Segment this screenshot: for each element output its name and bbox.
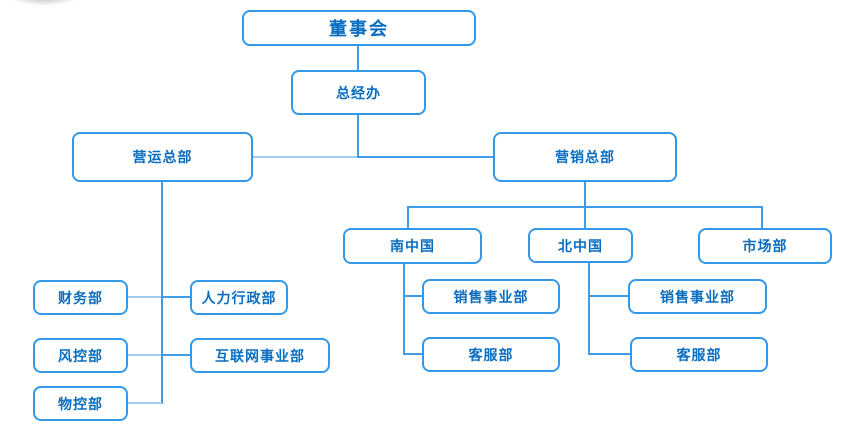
node-gm-office-label: 总经办 [336, 84, 381, 101]
node-north-sales-label: 销售事业部 [660, 288, 735, 305]
node-material-control[interactable]: 物控部 [33, 386, 128, 421]
node-market-dept[interactable]: 市场部 [698, 228, 832, 264]
node-gm-office[interactable]: 总经办 [291, 70, 426, 115]
connector-drop-south-china [407, 206, 409, 228]
node-north-sales[interactable]: 销售事业部 [628, 279, 767, 314]
connector-operations-spine [161, 182, 163, 404]
node-material-control-label: 物控部 [58, 395, 103, 412]
node-south-sales[interactable]: 销售事业部 [422, 279, 560, 314]
node-board-label: 董事会 [329, 19, 389, 39]
node-internet-division[interactable]: 互联网事业部 [190, 338, 330, 373]
connector-north-sales-stub [588, 295, 628, 297]
node-marketing-hq-label: 营销总部 [555, 149, 615, 165]
node-south-service-label: 客服部 [468, 346, 514, 363]
connector-north-spine [588, 263, 590, 355]
node-operations-hq[interactable]: 营运总部 [72, 132, 253, 182]
connector-internet-stub [161, 354, 190, 356]
node-risk-control[interactable]: 风控部 [33, 338, 128, 373]
node-internet-division-label: 互联网事业部 [215, 347, 305, 364]
node-finance[interactable]: 财务部 [33, 280, 128, 315]
node-market-dept-label: 市场部 [742, 238, 788, 254]
node-hr-admin[interactable]: 人力行政部 [190, 280, 288, 315]
node-operations-hq-label: 营运总部 [132, 149, 193, 165]
connector-south-spine [403, 264, 405, 355]
connector-hr-admin-stub [161, 296, 190, 298]
node-finance-label: 财务部 [58, 289, 103, 306]
connector-drop-market-dept [761, 206, 763, 228]
connector-board-gm [357, 46, 359, 70]
connector-material-stub [128, 402, 162, 404]
connector-marketing-down [584, 182, 586, 228]
connector-north-service-stub [588, 353, 630, 355]
node-hr-admin-label: 人力行政部 [201, 289, 277, 306]
connector-risk-stub [128, 354, 162, 356]
node-north-service-label: 客服部 [676, 346, 722, 363]
connector-gm-down [357, 115, 359, 157]
node-risk-control-label: 风控部 [58, 347, 103, 364]
node-south-service[interactable]: 客服部 [422, 337, 560, 372]
connector-finance-stub [128, 296, 162, 298]
connector-south-service-stub [403, 353, 422, 355]
node-north-service[interactable]: 客服部 [630, 337, 768, 372]
node-board[interactable]: 董事会 [242, 10, 476, 46]
node-north-china[interactable]: 北中国 [528, 228, 633, 263]
node-marketing-hq[interactable]: 营销总部 [493, 132, 677, 182]
top-edge-shadow [0, 0, 180, 18]
node-north-china-label: 北中国 [558, 237, 603, 254]
connector-south-sales-stub [403, 295, 422, 297]
connector-marketing-rail [407, 206, 763, 208]
node-south-china-label: 南中国 [390, 238, 435, 254]
connector-marketing-branch [357, 156, 493, 158]
node-south-sales-label: 销售事业部 [453, 288, 529, 305]
connector-operations-branch [253, 156, 359, 158]
node-south-china[interactable]: 南中国 [343, 228, 482, 264]
